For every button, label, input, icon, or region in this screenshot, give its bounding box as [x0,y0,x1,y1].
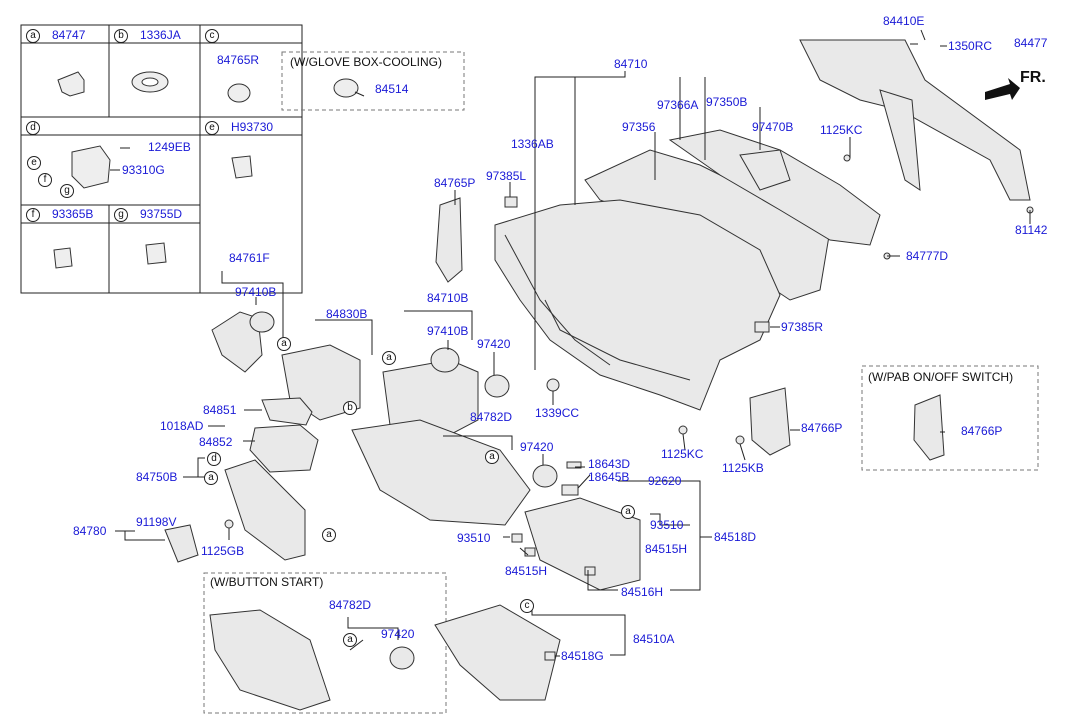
callout-91198V[interactable]: 91198V [136,515,177,529]
callout-84750B[interactable]: 84750B [136,470,178,484]
callout-84782D[interactable]: 84782D [470,410,513,424]
legend-sub-g: g [60,184,74,198]
front-label: FR. [1020,69,1046,86]
callout-97420-button-start[interactable]: 97420 [381,627,415,641]
part-drawings [164,39,1034,711]
callout-84515H-left[interactable]: 84515H [505,564,548,578]
callout-84518G[interactable]: 84518G [561,649,604,663]
legend-sub-e: e [27,156,41,170]
ref-circle-d: d [207,452,221,466]
lower-crash-pad [351,419,531,526]
callout-1125KC-bottom[interactable]: 1125KC [661,447,704,461]
callout-84410E[interactable]: 84410E [883,14,925,28]
callout-1018AD[interactable]: 1018AD [160,419,204,433]
legend-key-e: e [205,121,219,135]
callout-97410B-left[interactable]: 97410B [235,285,277,299]
callout-97385L[interactable]: 97385L [486,169,527,183]
callout-1125GB[interactable]: 1125GB [201,544,245,558]
callout-97366A[interactable]: 97366A [657,98,699,112]
ref-circle-a: a [621,505,635,519]
callout-84852[interactable]: 84852 [199,435,233,449]
glove-box-housing [524,497,641,591]
callout-84516H[interactable]: 84516H [621,585,664,599]
legend-part-d2[interactable]: 93310G [122,163,165,177]
callout-97420-lower[interactable]: 97420 [520,440,554,454]
ref-circle-a: a [343,633,357,647]
legend-part-g[interactable]: 93755D [140,207,183,221]
ref-circle-a: a [204,471,218,485]
main-crash-pad [494,199,781,411]
ref-circle-a: a [485,450,499,464]
legend-key-c: c [205,29,219,43]
legend-note-cooling: (W/GLOVE BOX-COOLING) [290,55,443,69]
callout-97385R[interactable]: 97385R [781,320,824,334]
callout-1336AB[interactable]: 1336AB [511,137,554,151]
callout-84765P[interactable]: 84765P [434,176,476,190]
legend-part-c1[interactable]: 84765R [217,53,260,67]
callout-81142[interactable]: 81142 [1015,223,1048,237]
callout-97420-center[interactable]: 97420 [477,337,511,351]
callout-84830B[interactable]: 84830B [326,307,368,321]
ref-circle-a: a [382,351,396,365]
legend-part-a[interactable]: 84747 [52,28,86,42]
legend-table [20,24,465,294]
legend-part-e[interactable]: H93730 [231,120,274,134]
callout-84766P[interactable]: 84766P [801,421,843,435]
callout-1125KC-top[interactable]: 1125KC [820,123,863,137]
callout-84780[interactable]: 84780 [73,524,107,538]
callout-97410B-center[interactable]: 97410B [427,324,469,338]
cowl-crossbar [799,39,1031,201]
callout-84710[interactable]: 84710 [614,57,648,71]
callout-18645B[interactable]: 18645B [588,470,630,484]
legend-key-b: b [114,29,128,43]
legend-key-f: f [26,208,40,222]
callout-97356[interactable]: 97356 [622,120,656,134]
callout-1125KB[interactable]: 1125KB [722,461,764,475]
callout-84851[interactable]: 84851 [203,403,237,417]
callout-93510-left[interactable]: 93510 [457,531,491,545]
legend-key-g: g [114,208,128,222]
ref-circle-a: a [277,337,291,351]
note-pab-switch: (W/PAB ON/OFF SWITCH) [868,370,1014,384]
callout-84782D-button-start[interactable]: 84782D [329,598,372,612]
legend-part-sketches [53,71,359,269]
legend-key-a: a [26,29,40,43]
legend-part-b[interactable]: 1336JA [140,28,181,42]
ref-circle-c: c [520,599,534,613]
leader-lines [110,29,1031,657]
legend-sub-f: f [38,173,52,187]
legend-key-d: d [26,121,40,135]
callout-93510-right[interactable]: 93510 [650,518,684,532]
callout-84777D[interactable]: 84777D [906,249,949,263]
callout-97470B[interactable]: 97470B [752,120,794,134]
callout-84518D[interactable]: 84518D [714,530,757,544]
callout-84761F[interactable]: 84761F [229,251,270,265]
callout-84766P-pab[interactable]: 84766P [961,424,1003,438]
ref-circle-a: a [322,528,336,542]
callout-92620[interactable]: 92620 [648,474,682,488]
callout-84710B[interactable]: 84710B [427,291,469,305]
callout-84515H-right[interactable]: 84515H [645,542,688,556]
glove-box [434,604,561,701]
callout-97350B[interactable]: 97350B [706,95,748,109]
callout-1339CC[interactable]: 1339CC [535,406,580,420]
note-button-start: (W/BUTTON START) [210,575,324,589]
legend-part-f[interactable]: 93365B [52,207,94,221]
ref-circle-b: b [343,401,357,415]
callout-84477[interactable]: 84477 [1014,36,1048,50]
callout-84510A[interactable]: 84510A [633,632,675,646]
air-duct [668,129,881,246]
legend-part-c2[interactable]: 84514 [375,82,409,96]
callout-18643D[interactable]: 18643D [588,457,631,471]
legend-part-d1[interactable]: 1249EB [148,140,191,154]
front-arrow [985,78,1020,100]
callout-1350RC[interactable]: 1350RC [948,39,993,53]
